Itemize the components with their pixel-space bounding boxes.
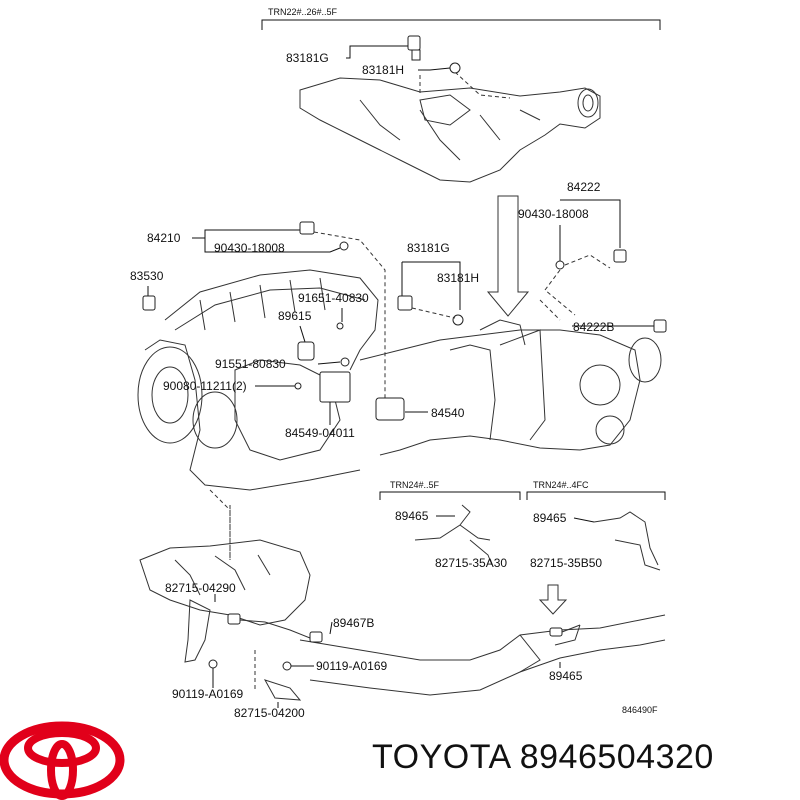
label-84540: 84540 <box>431 406 465 420</box>
sensor-83181G-top <box>407 35 461 74</box>
mid-left-variant: TRN24#..5F 89465 82715-35A30 <box>379 480 521 570</box>
label-90430-right: 90430-18008 <box>518 207 589 221</box>
sensor-83181G-mid <box>397 295 464 326</box>
bolt-91551 <box>340 357 350 367</box>
top-variant-label: TRN22#..26#..5F <box>268 7 338 17</box>
label-84222: 84222 <box>567 180 601 194</box>
label-89467B: 89467B <box>333 616 374 630</box>
mid-right-variant: TRN24#..4FC 89465 82715-35B50 <box>526 480 666 571</box>
label-83181G-mid: 83181G <box>407 241 450 255</box>
label-91651: 91651-40830 <box>298 291 369 305</box>
leader-89615 <box>299 325 306 343</box>
switch-84222 <box>544 249 627 316</box>
label-90119-left: 90119-A0169 <box>172 687 244 701</box>
toyota-logo <box>0 721 125 800</box>
label-84549: 84549-04011 <box>285 426 355 440</box>
label-91551: 91551-80830 <box>215 357 286 371</box>
drawing-code: 846490F <box>622 705 658 715</box>
label-83181H-mid: 83181H <box>437 271 479 285</box>
label-90430-left: 90430-18008 <box>214 241 285 255</box>
label-84210: 84210 <box>147 231 181 245</box>
label-89465-b: 89465 <box>533 511 567 525</box>
oxygen-sensor-89467B <box>227 613 323 643</box>
bracket-82715-04290 <box>184 599 211 663</box>
mid-right-variant-label: TRN24#..4FC <box>533 480 589 490</box>
direction-arrow-small <box>538 584 568 615</box>
direction-arrow-main <box>486 195 530 317</box>
label-89465-c: 89465 <box>549 669 583 683</box>
leader-84222 <box>560 199 621 248</box>
switch-assembly-84540 <box>319 371 405 421</box>
label-89465-a: 89465 <box>395 509 429 523</box>
label-83181G-top: 83181G <box>286 51 329 65</box>
bolt-90119-right <box>282 661 292 671</box>
transfer-case-drawing <box>299 71 601 183</box>
label-82715-35B50: 82715-35B50 <box>530 556 602 570</box>
exhaust-drawing <box>139 505 666 696</box>
label-90080: 90080-11211(2) <box>163 379 247 393</box>
leader-83181G-top <box>346 45 408 59</box>
label-82715-04200: 82715-04200 <box>234 706 305 720</box>
label-83530: 83530 <box>130 269 164 283</box>
label-82715-04290: 82715-04290 <box>165 581 236 595</box>
label-83181H-top: 83181H <box>362 63 404 77</box>
switch-84222B <box>653 319 667 333</box>
leader-89467B <box>329 621 333 635</box>
leader-90430-left <box>204 238 341 253</box>
top-variant-bracket: TRN22#..26#..5F <box>261 7 661 30</box>
brand-part-number: TOYOTA 8946504320 <box>372 738 714 776</box>
label-90119-right: 90119-A0169 <box>316 659 388 673</box>
mid-left-variant-label: TRN24#..5F <box>390 480 440 490</box>
engine-transmission-drawing <box>137 269 662 560</box>
leader-91551 <box>317 361 341 365</box>
label-89615: 89615 <box>278 309 312 323</box>
bolt-90119-left <box>208 659 218 669</box>
leader-84210 <box>192 229 300 239</box>
bolt-90080 <box>294 382 302 390</box>
label-84222B: 84222B <box>573 320 614 334</box>
sensor-83530 <box>142 295 156 311</box>
oxygen-sensor-89465-bottom <box>549 624 581 646</box>
leader-83181G-mid <box>401 262 406 301</box>
leader-83181H-mid <box>402 261 461 310</box>
leader-83181H-top <box>418 67 451 71</box>
bracket-82715-04200 <box>263 679 302 701</box>
switch-84210 <box>299 221 386 420</box>
knock-sensor-89615 <box>297 322 344 361</box>
label-82715-35A30: 82715-35A30 <box>435 556 507 570</box>
